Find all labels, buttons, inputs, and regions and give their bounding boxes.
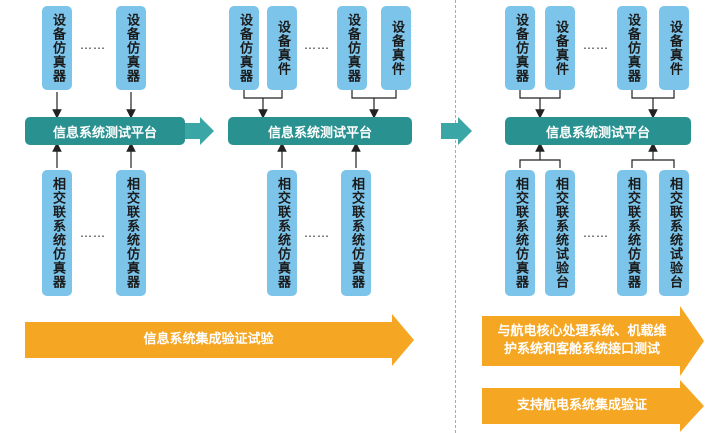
device-real-box: 设备真件 <box>659 6 689 90</box>
banner-stage3b-label: 支持航电系统集成验证 <box>516 398 647 413</box>
cross-system-simulator-box: 相交联系统仿真器 <box>341 170 371 296</box>
cross-system-simulator-box: 相交联系统仿真器 <box>617 170 647 296</box>
banner-stage3-shape <box>482 306 704 376</box>
cross-system-simulator-box: 相交联系统仿真器 <box>42 170 72 296</box>
device-simulator-box: 设备仿真器 <box>337 6 367 90</box>
device-simulator-box: 设备仿真器 <box>505 6 535 90</box>
cross-system-testbed-box: 相交联系统试验台 <box>545 170 575 296</box>
banner-stage3-line2: 护系统和客舱系统接口测试 <box>503 342 660 357</box>
banner-stage3-label: 与航电核心处理系统、机载维 护系统和客舱系统接口测试 <box>482 316 682 366</box>
device-simulator-box: 设备仿真器 <box>42 6 72 90</box>
stage-arrow-2-3 <box>441 117 472 145</box>
ellipsis: …… <box>304 38 330 52</box>
bracket-s3-bottom-right <box>631 159 675 168</box>
info-system-test-platform: 信息系统测试平台 <box>25 117 185 145</box>
cross-system-simulator-box: 相交联系统仿真器 <box>267 170 297 296</box>
ellipsis: …… <box>80 226 106 240</box>
banner-stage3-line1: 与航电核心处理系统、机载维 <box>497 324 667 339</box>
banner-stage3b-shape <box>482 380 704 432</box>
ellipsis: …… <box>583 38 609 52</box>
device-simulator-box: 设备仿真器 <box>617 6 647 90</box>
bracket-s3-bottom-left <box>519 159 561 168</box>
cross-system-testbed-box: 相交联系统试验台 <box>659 170 689 296</box>
ellipsis: …… <box>80 38 106 52</box>
device-simulator-box: 设备仿真器 <box>229 6 259 90</box>
cross-system-simulator-box: 相交联系统仿真器 <box>116 170 146 296</box>
device-real-box: 设备真件 <box>267 6 297 90</box>
device-simulator-box: 设备仿真器 <box>116 6 146 90</box>
banner-stage1-label: 信息系统集成验证试验 <box>143 332 274 347</box>
stage-divider <box>455 0 456 433</box>
info-system-test-platform: 信息系统测试平台 <box>228 117 412 145</box>
ellipsis: …… <box>304 226 330 240</box>
device-real-box: 设备真件 <box>545 6 575 90</box>
banner-stage1-shape <box>25 314 414 366</box>
stage-arrow-1-2 <box>183 117 214 145</box>
device-real-box: 设备真件 <box>381 6 411 90</box>
info-system-test-platform: 信息系统测试平台 <box>505 117 691 145</box>
ellipsis: …… <box>583 226 609 240</box>
cross-system-simulator-box: 相交联系统仿真器 <box>505 170 535 296</box>
